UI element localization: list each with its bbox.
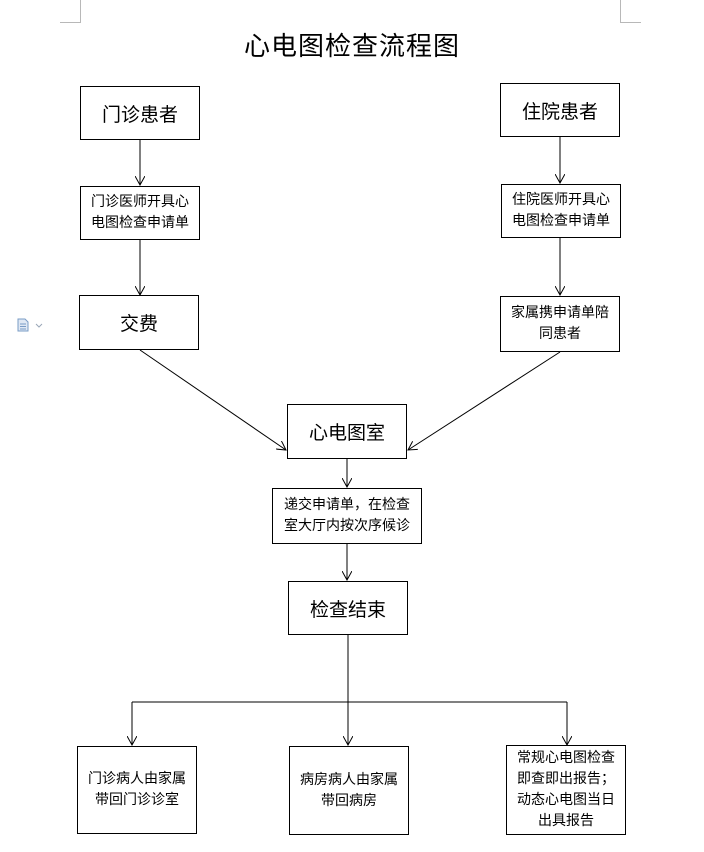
node-inpatient: 住院患者 — [500, 83, 620, 137]
node-inpatient-request: 住院医师开具心电图检查申请单 — [501, 184, 621, 238]
node-submit-wait: 递交申请单，在检查室大厅内按次序候诊 — [272, 488, 422, 544]
node-ecg-room: 心电图室 — [287, 404, 407, 459]
arrow-family-to-ecg-room — [408, 351, 561, 450]
diagram-title: 心电图检查流程图 — [243, 32, 460, 62]
node-return-outpatient: 门诊病人由家属带回门诊诊室 — [77, 746, 197, 834]
arrow-payment-to-ecg-room — [139, 349, 286, 450]
page-corner-mark-left — [60, 0, 81, 23]
node-exam-done: 检查结束 — [288, 581, 408, 635]
node-outpatient: 门诊患者 — [80, 86, 200, 140]
node-return-ward: 病房病人由家属带回病房 — [289, 746, 409, 835]
node-report: 常规心电图检查即查即出报告；动态心电图当日出具报告 — [506, 745, 626, 835]
node-outpatient-request: 门诊医师开具心电图检查申请单 — [80, 186, 200, 240]
node-payment: 交费 — [79, 295, 199, 350]
page-corner-mark-right — [620, 0, 641, 23]
node-family-accompany: 家属携申请单陪同患者 — [500, 296, 620, 352]
document-icon[interactable] — [17, 318, 45, 332]
